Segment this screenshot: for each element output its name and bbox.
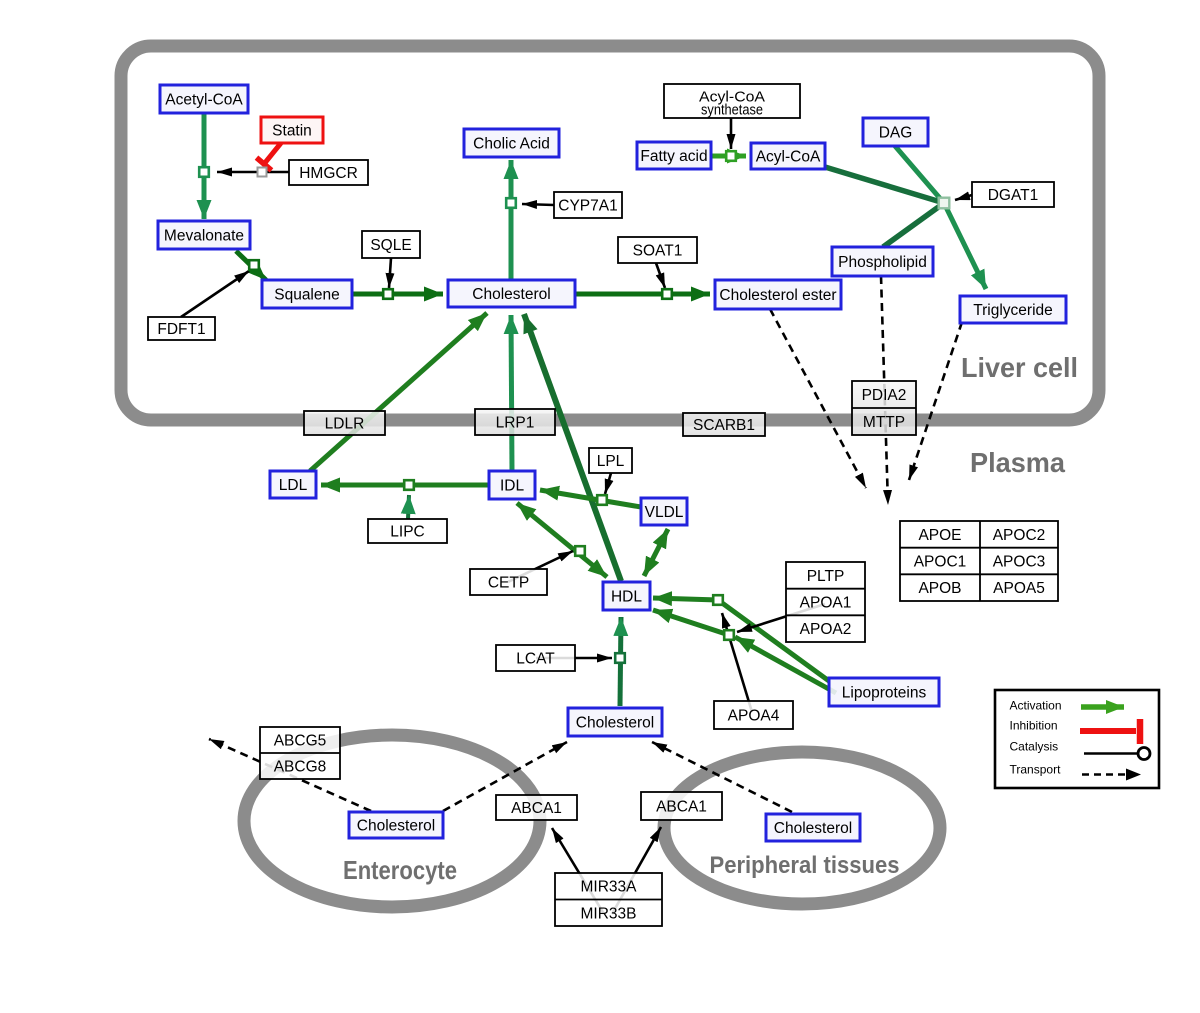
svg-text:LCAT: LCAT <box>516 651 555 668</box>
svg-text:Catalysis: Catalysis <box>1010 740 1059 754</box>
svg-text:DAG: DAG <box>879 125 913 142</box>
svg-text:Cholic Acid: Cholic Acid <box>473 136 550 153</box>
svg-text:Cholesterol: Cholesterol <box>774 820 852 837</box>
svg-text:Liver cell: Liver cell <box>961 352 1078 383</box>
svg-text:Statin: Statin <box>272 123 312 140</box>
svg-text:Cholesterol ester: Cholesterol ester <box>719 287 836 304</box>
svg-text:LDL: LDL <box>279 477 308 494</box>
svg-text:Mevalonate: Mevalonate <box>164 228 244 245</box>
svg-text:Acyl-CoA: Acyl-CoA <box>699 89 765 106</box>
svg-text:LIPC: LIPC <box>390 524 424 541</box>
svg-text:SQLE: SQLE <box>370 237 411 254</box>
svg-text:LPL: LPL <box>597 453 625 470</box>
svg-text:LRP1: LRP1 <box>496 415 535 432</box>
svg-text:ABCA1: ABCA1 <box>511 800 562 817</box>
svg-text:APOC3: APOC3 <box>993 554 1046 571</box>
svg-text:APOA2: APOA2 <box>800 621 852 638</box>
svg-text:PDIA2: PDIA2 <box>862 387 907 404</box>
svg-text:Activation: Activation <box>1010 699 1062 713</box>
svg-text:Phospholipid: Phospholipid <box>838 254 927 271</box>
svg-text:HDL: HDL <box>611 589 642 606</box>
svg-text:Transport: Transport <box>1010 762 1062 776</box>
svg-text:IDL: IDL <box>500 478 525 495</box>
svg-text:APOA5: APOA5 <box>993 580 1045 597</box>
svg-text:Triglyceride: Triglyceride <box>973 302 1053 319</box>
svg-text:LDLR: LDLR <box>325 416 365 433</box>
svg-text:APOE: APOE <box>918 527 961 544</box>
svg-text:ABCA1: ABCA1 <box>656 799 707 816</box>
svg-text:Cholesterol: Cholesterol <box>472 286 550 303</box>
svg-text:Enterocyte: Enterocyte <box>343 855 457 885</box>
svg-text:MTTP: MTTP <box>863 414 905 431</box>
svg-text:Lipoproteins: Lipoproteins <box>842 685 927 702</box>
svg-text:Fatty acid: Fatty acid <box>640 148 707 165</box>
svg-text:APOC2: APOC2 <box>993 527 1046 544</box>
svg-text:MIR33B: MIR33B <box>581 906 637 923</box>
svg-text:DGAT1: DGAT1 <box>988 187 1039 204</box>
svg-text:APOA4: APOA4 <box>728 708 780 725</box>
svg-text:CYP7A1: CYP7A1 <box>558 198 617 215</box>
svg-text:ABCG5: ABCG5 <box>274 733 327 750</box>
svg-text:SCARB1: SCARB1 <box>693 417 755 434</box>
svg-text:VLDL: VLDL <box>645 504 684 521</box>
svg-text:CETP: CETP <box>488 575 529 592</box>
svg-text:FDFT1: FDFT1 <box>157 321 205 338</box>
svg-text:MIR33A: MIR33A <box>581 879 638 896</box>
svg-text:PLTP: PLTP <box>807 568 845 585</box>
svg-text:Plasma: Plasma <box>970 447 1065 478</box>
svg-text:Inhibition: Inhibition <box>1010 718 1058 732</box>
svg-text:APOC1: APOC1 <box>914 554 967 571</box>
svg-text:Peripheral tissues: Peripheral tissues <box>710 852 900 879</box>
svg-text:APOB: APOB <box>918 580 961 597</box>
svg-text:SOAT1: SOAT1 <box>633 243 683 260</box>
svg-text:synthetase: synthetase <box>701 102 763 119</box>
svg-text:HMGCR: HMGCR <box>299 165 358 182</box>
svg-text:Acyl-CoA: Acyl-CoA <box>756 149 821 166</box>
svg-text:Squalene: Squalene <box>274 287 340 304</box>
svg-text:Acetyl-CoA: Acetyl-CoA <box>165 92 243 109</box>
svg-text:APOA1: APOA1 <box>800 595 852 612</box>
svg-text:Cholesterol: Cholesterol <box>576 715 654 732</box>
svg-text:Cholesterol: Cholesterol <box>357 818 435 835</box>
svg-text:ABCG8: ABCG8 <box>274 759 327 776</box>
